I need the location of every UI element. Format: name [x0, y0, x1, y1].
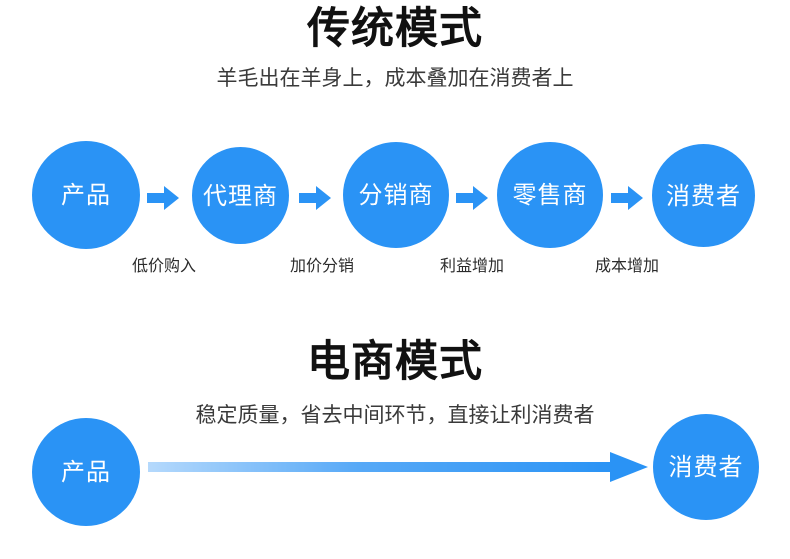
- arrow-right-icon: [299, 185, 331, 211]
- node-product-ecommerce: 产品: [32, 418, 140, 526]
- arrow-right-icon: [147, 185, 179, 211]
- ecommerce-section-title: 电商模式: [307, 337, 483, 387]
- node-label: 产品: [61, 458, 111, 486]
- long-arrow-right-icon: [148, 446, 648, 488]
- stage-label-low-price-purchase: 低价购入: [131, 256, 196, 275]
- node-label: 产品: [61, 181, 111, 209]
- node-label: 零售商: [512, 181, 588, 209]
- node-label: 消费者: [668, 453, 744, 481]
- node-consumer-traditional: 消费者: [652, 144, 755, 247]
- arrow-right-icon: [611, 185, 643, 211]
- node-distributor: 分销商: [343, 142, 449, 248]
- node-label: 分销商: [358, 181, 434, 209]
- node-consumer-ecommerce: 消费者: [653, 414, 759, 520]
- node-label: 消费者: [666, 181, 741, 210]
- stage-label-markup-distribution: 加价分销: [289, 256, 354, 275]
- node-label: 代理商: [203, 181, 278, 210]
- node-retailer: 零售商: [497, 142, 603, 248]
- traditional-section-subtitle: 羊毛出在羊身上，成本叠加在消费者上: [216, 66, 574, 90]
- stage-label-profit-increase: 利益增加: [439, 256, 504, 275]
- arrow-right-icon: [456, 185, 488, 211]
- stage-label-cost-increase: 成本增加: [594, 256, 659, 275]
- node-product-traditional: 产品: [32, 141, 140, 249]
- traditional-section-title: 传统模式: [307, 4, 483, 54]
- ecommerce-section-subtitle: 稳定质量，省去中间环节，直接让利消费者: [195, 403, 595, 427]
- node-agent: 代理商: [192, 147, 289, 244]
